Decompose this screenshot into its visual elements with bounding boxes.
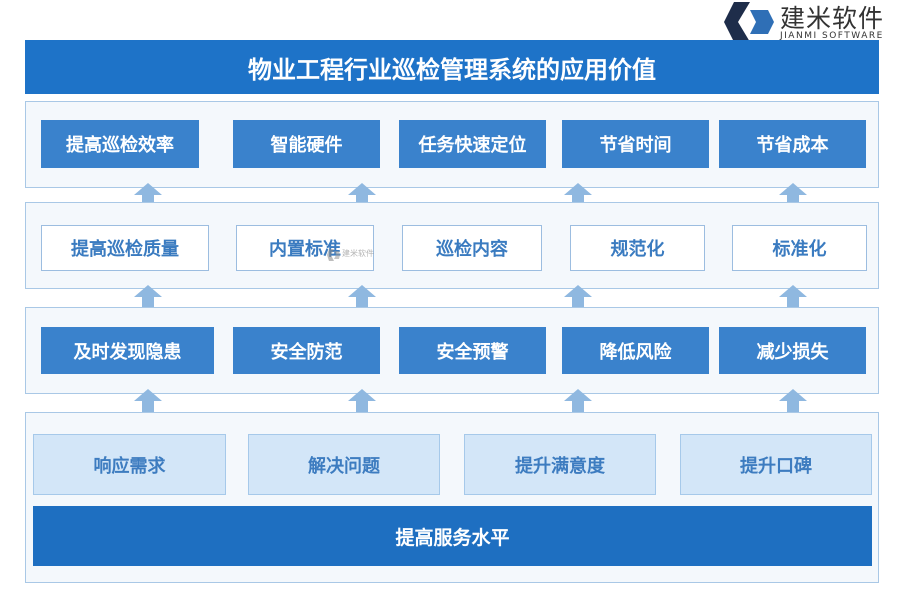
up-arrow-icon [348, 285, 376, 310]
box-efficiency-2: 智能硬件 [233, 120, 380, 168]
box-quality-2: 内置标准 [236, 225, 374, 271]
up-arrow-icon [564, 285, 592, 310]
page-title: 物业工程行业巡检管理系统的应用价值 [25, 40, 879, 94]
box-service-2: 解决问题 [248, 434, 440, 495]
box-quality-3: 巡检内容 [402, 225, 542, 271]
jianmi-logo-icon [724, 2, 774, 42]
watermark-logo-icon [327, 249, 340, 261]
box-efficiency-3: 任务快速定位 [399, 120, 546, 168]
box-service-1: 响应需求 [33, 434, 226, 495]
watermark-text: 建米软件 [342, 249, 374, 258]
box-service-3: 提升满意度 [464, 434, 656, 495]
box-safety-2: 安全防范 [233, 327, 380, 374]
company-logo: 建米软件 JIANMI SOFTWARE [724, 0, 900, 44]
up-arrow-icon [779, 389, 807, 414]
box-service-4: 提升口碑 [680, 434, 872, 495]
up-arrow-icon [779, 183, 807, 208]
up-arrow-icon [348, 183, 376, 208]
panel-efficiency: 提高巡检效率 智能硬件 任务快速定位 节省时间 节省成本 [25, 101, 879, 188]
up-arrow-icon [134, 183, 162, 208]
box-efficiency-5: 节省成本 [719, 120, 866, 168]
up-arrow-icon [348, 389, 376, 414]
up-arrow-icon [134, 285, 162, 310]
box-safety-4: 降低风险 [562, 327, 709, 374]
box-quality-5: 标准化 [732, 225, 867, 271]
panel-safety: 及时发现隐患 安全防范 安全预警 降低风险 减少损失 [25, 307, 879, 394]
box-safety-3: 安全预警 [399, 327, 546, 374]
logo-name-en: JIANMI SOFTWARE [780, 31, 884, 41]
box-efficiency-4: 节省时间 [562, 120, 709, 168]
up-arrow-icon [564, 389, 592, 414]
up-arrow-icon [134, 389, 162, 414]
panel-quality: 提高巡检质量 内置标准 巡检内容 规范化 标准化 [25, 202, 879, 289]
panel-service: 响应需求 解决问题 提升满意度 提升口碑 提高服务水平 [25, 412, 879, 583]
box-safety-5: 减少损失 [719, 327, 866, 374]
up-arrow-icon [779, 285, 807, 310]
box-efficiency-1: 提高巡检效率 [41, 120, 199, 168]
up-arrow-icon [564, 183, 592, 208]
logo-name-cn: 建米软件 [780, 4, 885, 33]
watermark: 建米软件 [327, 247, 374, 261]
box-service-base: 提高服务水平 [33, 506, 872, 566]
box-quality-4: 规范化 [570, 225, 705, 271]
box-safety-1: 及时发现隐患 [41, 327, 214, 374]
box-quality-1: 提高巡检质量 [41, 225, 209, 271]
